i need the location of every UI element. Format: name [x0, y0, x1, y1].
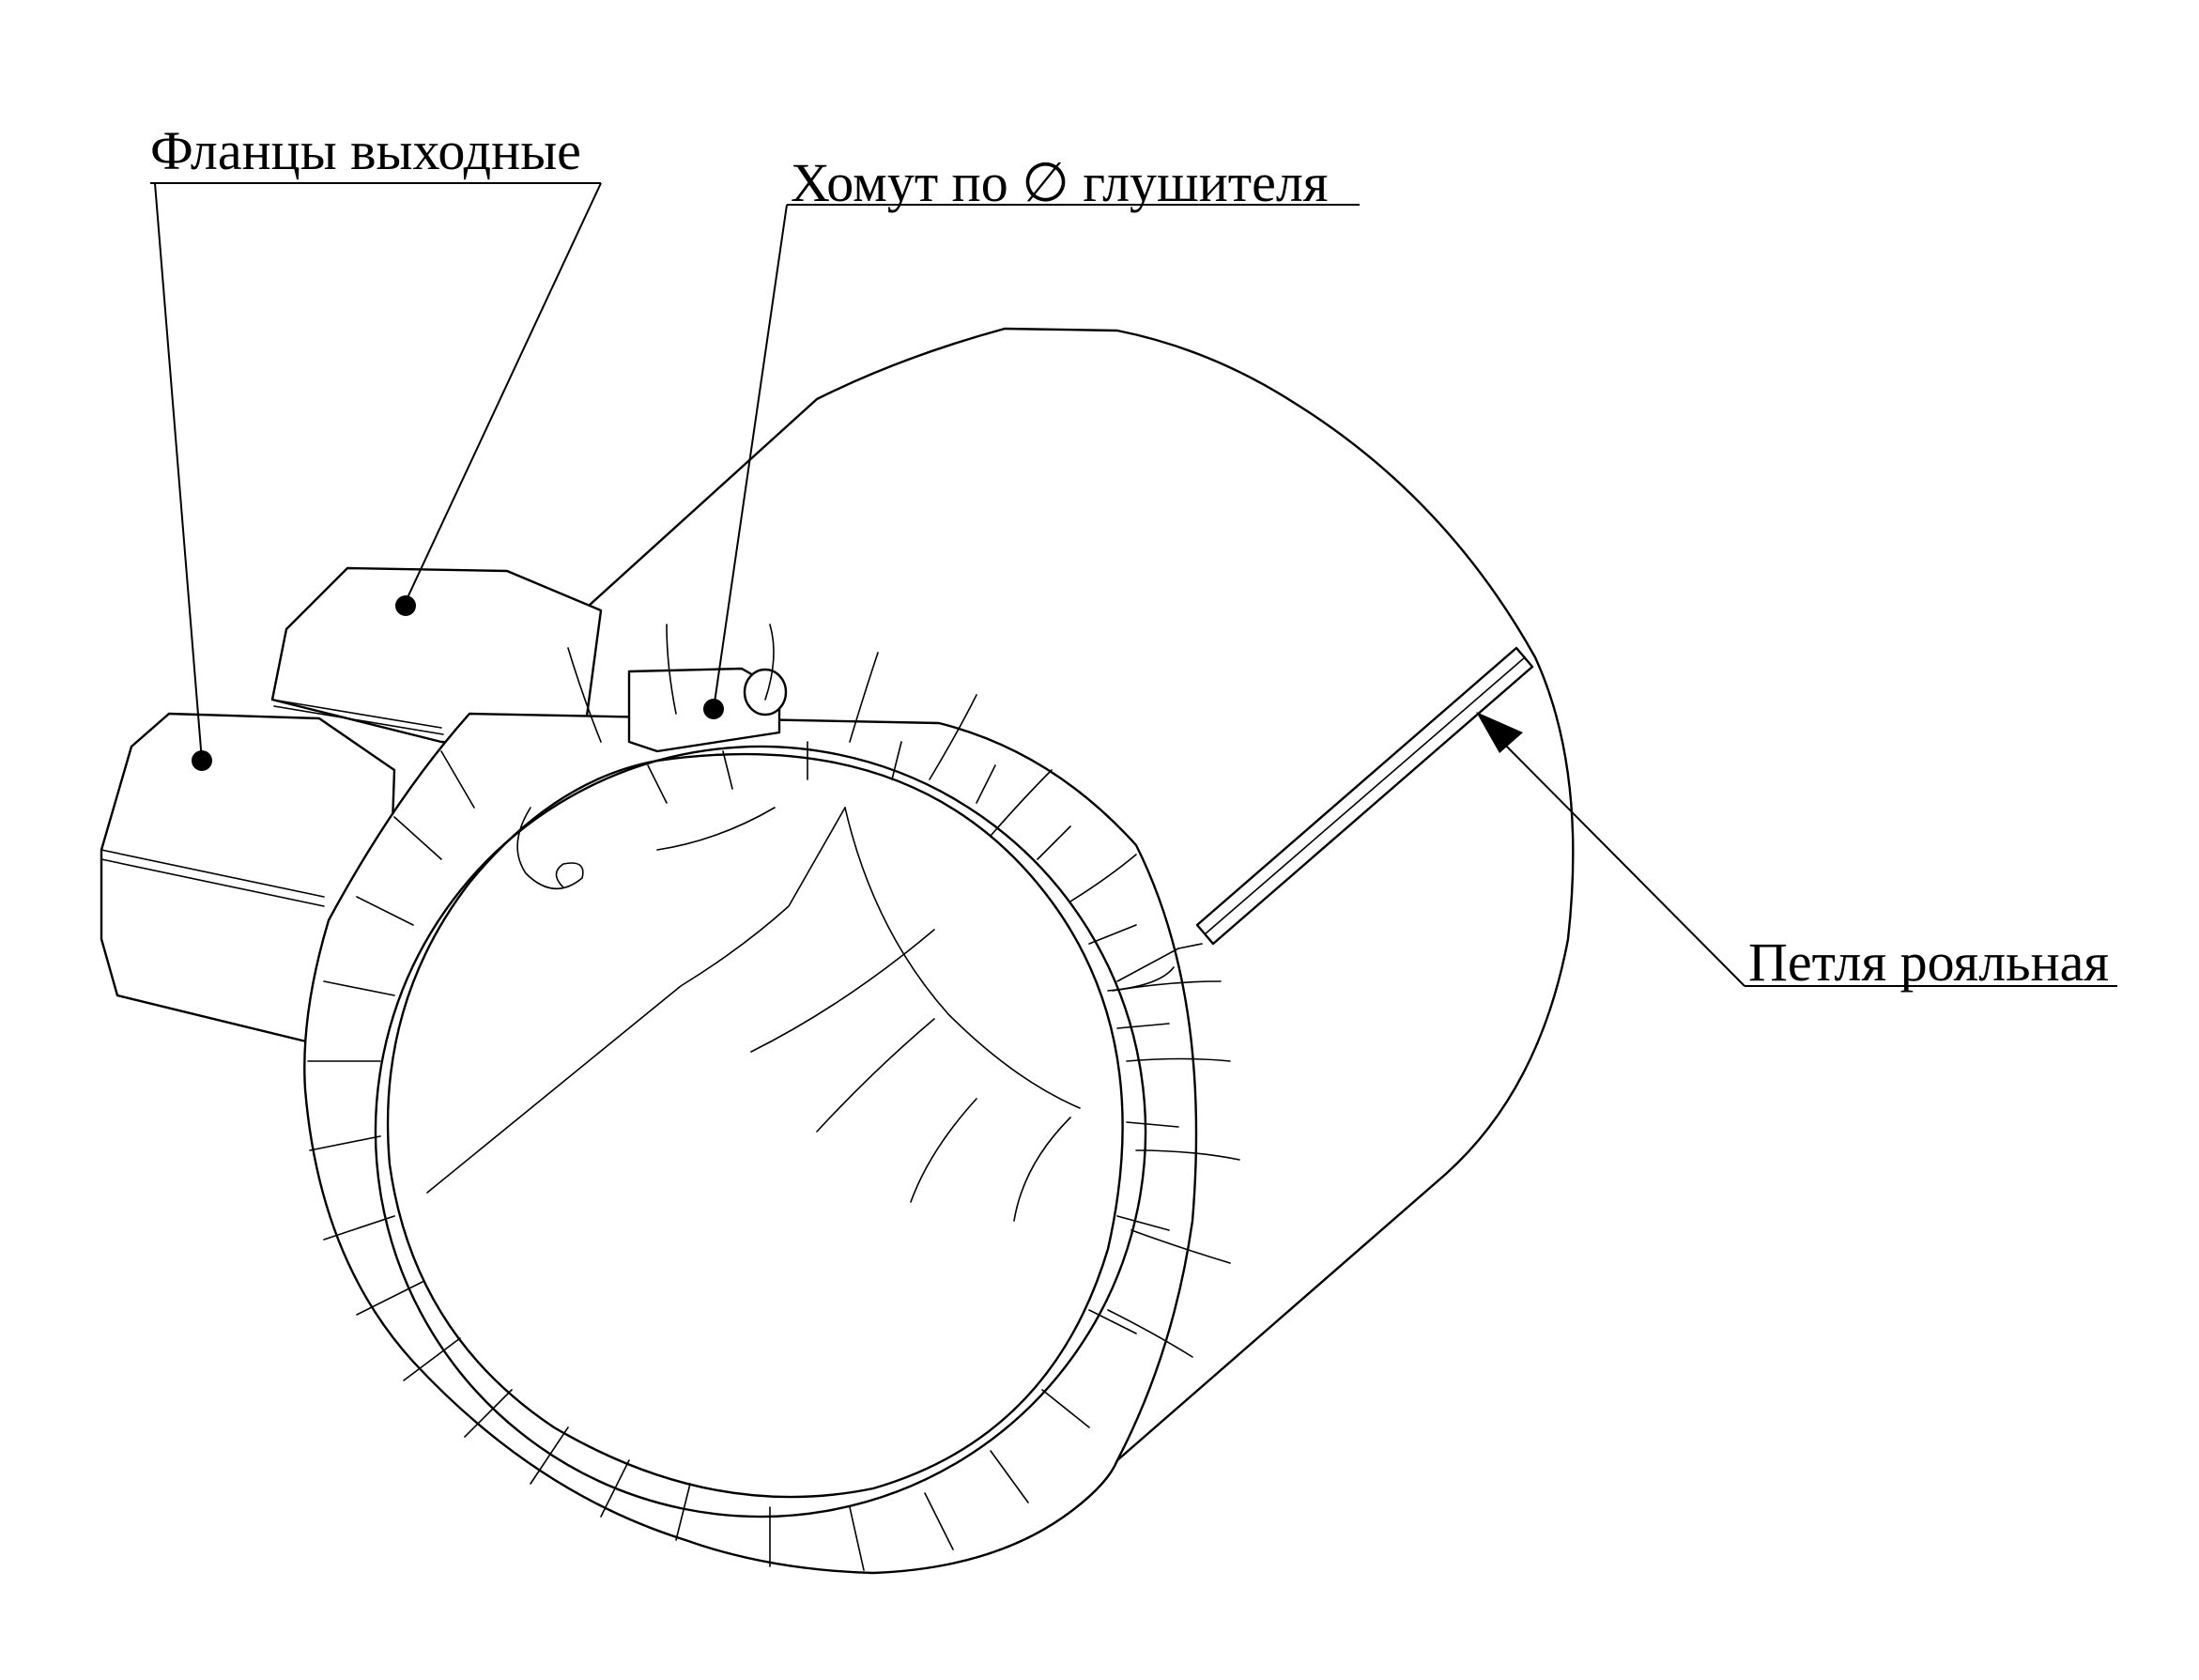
clamp-inner-ring [374, 745, 1147, 1518]
leader-flanges [150, 182, 602, 771]
piano-hinge [1116, 646, 1534, 982]
interior-hook [516, 807, 584, 890]
callout-piano-hinge: Петля рояльная [1748, 932, 2110, 993]
leader-hinge [1476, 712, 2117, 987]
ring-segments [307, 741, 1179, 1571]
arrow-head [1476, 712, 1523, 753]
leader-clamp [703, 204, 1360, 719]
retaining-pins [567, 624, 1240, 1358]
callout-output-flanges: Фланцы выходные [150, 120, 581, 181]
callout-muffler-clamp: Хомут по ∅ глушителя [791, 152, 1329, 213]
cylinder-opening [386, 752, 1124, 1499]
cylinder-body-outline [468, 327, 1575, 1462]
internal-slit-line [426, 807, 846, 1194]
